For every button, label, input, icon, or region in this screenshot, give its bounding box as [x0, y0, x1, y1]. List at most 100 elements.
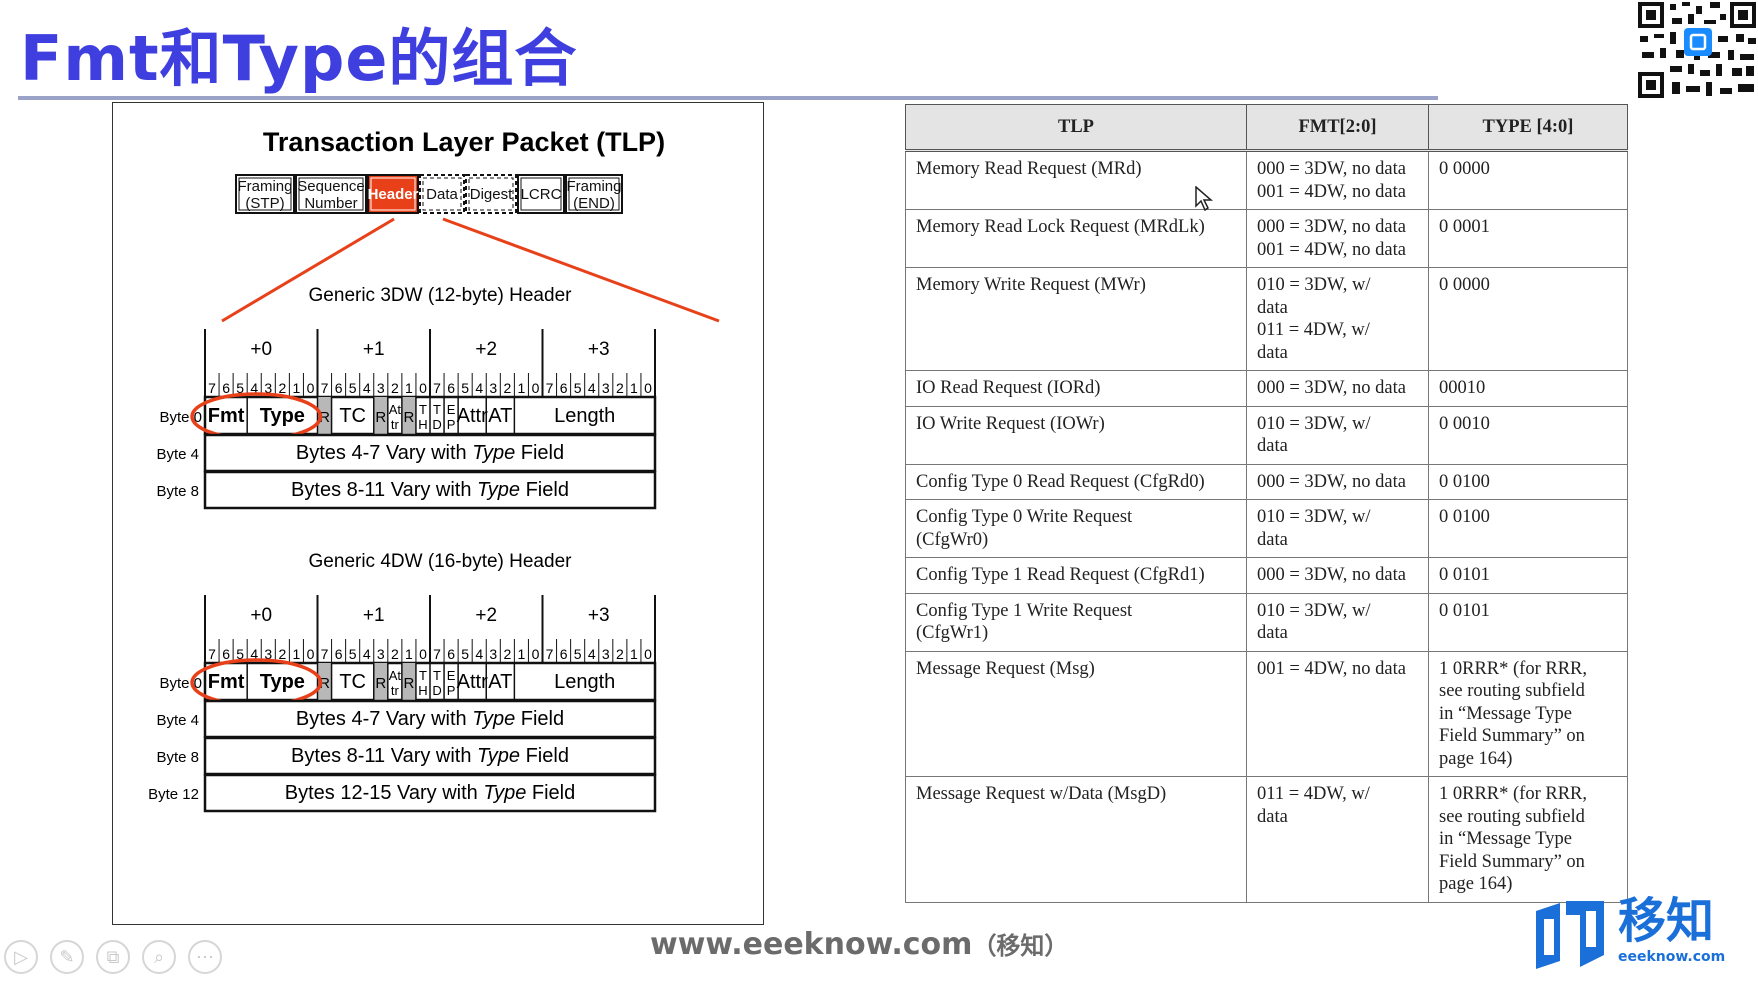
byte-label: Byte 0: [159, 675, 202, 692]
vary-text-em: Type: [477, 745, 520, 767]
vary-text-pre: Bytes 4-7 Vary with: [296, 708, 472, 730]
byte-offset-label: +2: [475, 605, 497, 626]
cell-tlp: Config Type 1 Write Request(CfgWr1): [905, 592, 1247, 652]
field-label: D: [432, 683, 441, 698]
bit-label: 2: [616, 380, 624, 396]
field-label: P: [447, 417, 456, 432]
packet-field-label: Number: [304, 195, 357, 212]
cell-line: 0 0000: [1439, 275, 1490, 295]
cell-line: 00010: [1439, 378, 1486, 398]
cell-line: 010 = 3DW, w/: [1257, 275, 1371, 295]
cell-line: 1 0RRR* (for RRR,: [1439, 784, 1588, 804]
cell-line: 0 0101: [1439, 565, 1490, 585]
cell-line: 010 = 3DW, w/: [1257, 600, 1371, 621]
cell-line: data: [1257, 436, 1288, 456]
field-label: Length: [554, 671, 615, 693]
cell-line: 0 0010: [1439, 413, 1490, 434]
vary-row-text: Bytes 8-11 Vary with Type Field: [291, 479, 569, 501]
zoom-icon[interactable]: ⌕: [142, 940, 176, 974]
packet-field: Framing(STP): [235, 174, 295, 214]
more-icon[interactable]: ⋯: [188, 940, 222, 974]
field-label: tr: [391, 417, 400, 432]
cell-fmt: 010 = 3DW, w/data: [1246, 405, 1429, 465]
copy-icon[interactable]: ⧉: [96, 940, 130, 974]
brand-name: 移知: [1618, 893, 1715, 949]
cell-line: 000 = 3DW, no data: [1257, 159, 1406, 179]
vary-text-pre: Bytes 8-11 Vary with: [291, 745, 477, 767]
byte-label: Byte 8: [156, 749, 199, 766]
cell-fmt: 011 = 4DW, w/data: [1246, 776, 1429, 903]
brand-logo: 移知 eeeknow.com: [1530, 893, 1725, 975]
mouse-cursor-icon: [1195, 186, 1213, 212]
cell-tlp: Memory Read Lock Request (MRdLk): [905, 209, 1247, 268]
bit-label: 6: [222, 380, 230, 396]
bit-label: 5: [236, 646, 244, 662]
cell-fmt: 010 = 3DW, w/data: [1246, 592, 1429, 652]
bit-label: 3: [489, 380, 497, 396]
table-row: Memory Read Request (MRd)000 = 3DW, no d…: [905, 150, 1628, 210]
bit-label: 5: [461, 380, 469, 396]
cell-line: IO Write Request (IOWr): [916, 413, 1105, 434]
bit-label: 2: [391, 646, 399, 662]
field-label: AT: [488, 671, 512, 693]
cell-line: data: [1257, 529, 1288, 550]
cell-line: 001 = 4DW, no data: [1257, 658, 1406, 679]
bit-label: 5: [574, 646, 582, 662]
cell-line: (CfgWr1): [916, 623, 989, 643]
field-label: R: [403, 409, 414, 426]
bit-label: 2: [391, 380, 399, 396]
bit-label: 7: [208, 646, 216, 662]
play-icon[interactable]: ▷: [4, 940, 38, 974]
bit-label: 0: [644, 380, 652, 396]
cell-type: 0 0000: [1428, 267, 1628, 371]
byte-offset-label: +2: [475, 339, 497, 360]
table-row: Config Type 1 Read Request (CfgRd1)000 =…: [905, 557, 1628, 594]
bit-label: 2: [278, 646, 286, 662]
cell-type: 0 0101: [1428, 592, 1628, 652]
bit-label: 4: [475, 380, 483, 396]
bit-label: 0: [307, 646, 315, 662]
cell-line: 000 = 3DW, no data: [1257, 217, 1406, 237]
bit-label: 0: [644, 646, 652, 662]
bit-label: 5: [349, 380, 357, 396]
cell-line: page 164): [1439, 874, 1513, 894]
bit-label: 0: [307, 380, 315, 396]
table-row: Config Type 1 Write Request(CfgWr1)010 =…: [905, 592, 1628, 652]
table-row: IO Write Request (IOWr) 010 = 3DW, w/data…: [905, 405, 1628, 465]
byte-label: Byte 8: [156, 483, 199, 500]
cell-line: 000 = 3DW, no data: [1257, 565, 1406, 585]
vary-row-text: Bytes 4-7 Vary with Type Field: [296, 442, 564, 464]
cell-line: 0 0100: [1439, 471, 1490, 492]
cell-line: data: [1257, 623, 1288, 643]
packet-field-label: (STP): [245, 195, 284, 212]
table-row: Config Type 0 Write Request(CfgWr0)010 =…: [905, 499, 1628, 558]
field-label: H: [418, 683, 427, 698]
bit-label: 0: [532, 380, 540, 396]
vary-text-post: Field: [515, 708, 564, 730]
bit-label: 3: [602, 646, 610, 662]
cell-line: 001 = 4DW, no data: [1257, 181, 1406, 202]
packet-field: Framing(END): [565, 174, 623, 214]
field-label: E: [447, 402, 456, 417]
cell-line: Memory Write Request (MWr): [916, 275, 1146, 295]
bit-label: 3: [489, 646, 497, 662]
cell-line: data: [1257, 297, 1288, 318]
slide-title: Fmt和Type的组合: [20, 22, 578, 95]
bit-label: 2: [278, 380, 286, 396]
field-label: H: [418, 417, 427, 432]
cell-line: 0 0001: [1439, 217, 1490, 237]
brand-domain: eeeknow.com: [1618, 949, 1726, 965]
cell-tlp: Config Type 0 Read Request (CfgRd0): [905, 463, 1247, 500]
bit-label: 2: [616, 646, 624, 662]
cell-tlp: Message Request w/Data (MsgD): [905, 776, 1247, 903]
field-label: T: [433, 402, 441, 417]
cell-line: in “Message Type: [1439, 703, 1572, 724]
pen-icon[interactable]: ✎: [50, 940, 84, 974]
cell-line: data: [1257, 806, 1288, 827]
bit-label: 4: [475, 646, 483, 662]
bit-label: 1: [293, 380, 301, 396]
cell-type: 00010: [1428, 370, 1628, 407]
